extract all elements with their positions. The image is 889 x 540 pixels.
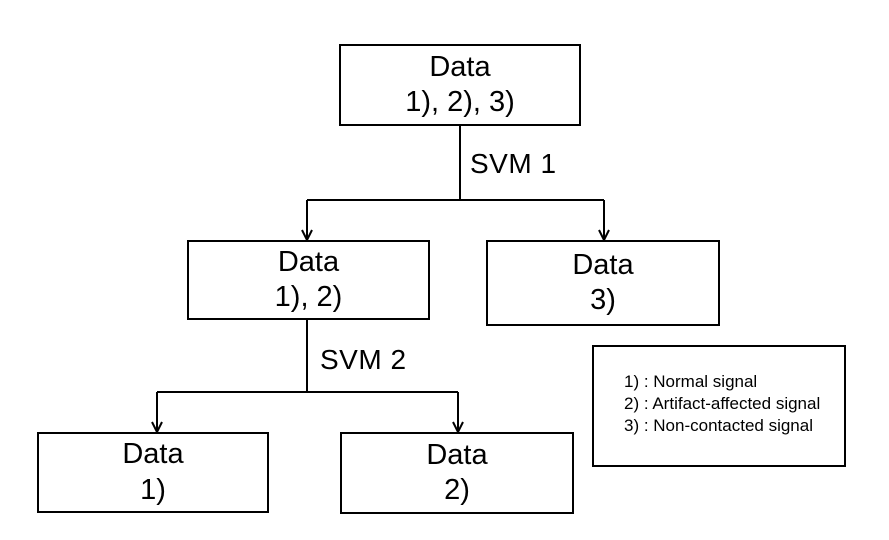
mid-left-data-node: Data 1), 2) [187, 240, 430, 320]
leaf-right-data-node: Data 2) [340, 432, 574, 514]
root-node-classes: 1), 2), 3) [405, 86, 515, 118]
legend-item-non-contacted: 3) : Non-contacted signal [624, 416, 813, 436]
root-node-title: Data [429, 50, 491, 83]
mid-left-node-classes: 1), 2) [274, 281, 343, 313]
svm1-label: SVM 1 [470, 148, 557, 179]
mid-right-data-node: Data 3) [486, 240, 720, 326]
leaf-right-node-classes: 2) [444, 474, 470, 506]
root-data-node: Data 1), 2), 3) [339, 44, 581, 126]
legend-item-artifact: 2) : Artifact-affected signal [624, 394, 821, 414]
mid-left-node-title: Data [277, 245, 340, 278]
leaf-left-node-title: Data [122, 438, 184, 471]
legend-item-normal: 1) : Normal signal [624, 372, 758, 391]
leaf-left-node-classes: 1) [140, 473, 166, 506]
mid-right-node-title: Data [572, 248, 634, 281]
svm2-label: SVM 2 [320, 344, 407, 375]
mid-right-node-classes: 3) [590, 284, 616, 316]
legend-box: 1) : Normal signal 2) : Artifact-affecte… [592, 345, 846, 467]
leaf-right-node-title: Data [426, 438, 488, 471]
leaf-left-data-node: Data 1) [37, 432, 269, 513]
